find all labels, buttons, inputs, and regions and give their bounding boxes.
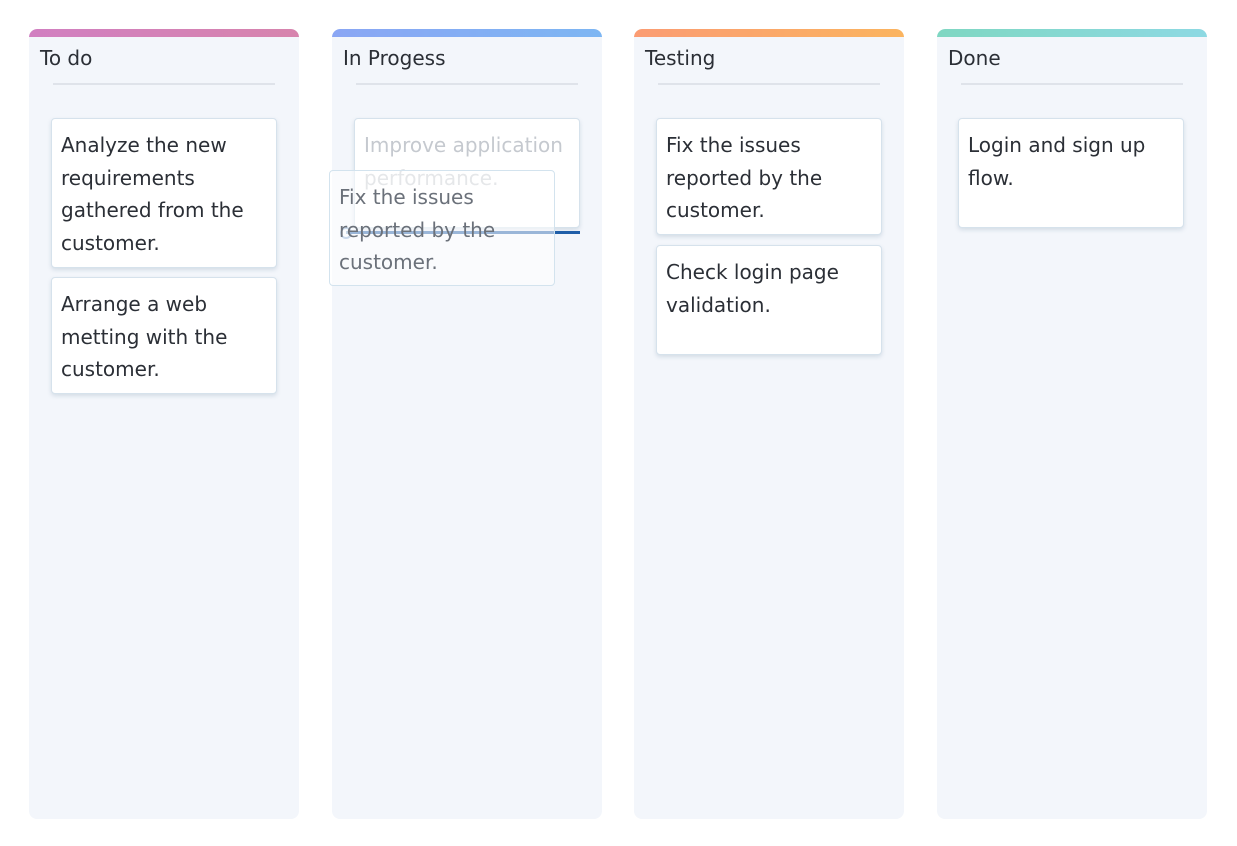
task-card[interactable]: Fix the issues reported by the customer. <box>656 118 882 235</box>
column-title-in-progress: In Progess <box>343 46 446 70</box>
column-header-divider <box>961 83 1183 85</box>
column-accent-bar <box>332 29 602 37</box>
column-header-divider <box>658 83 880 85</box>
task-card-text: Fix the issues reported by the customer. <box>666 133 823 222</box>
column-header-divider <box>53 83 275 85</box>
task-card-text: Analyze the new requirements gathered fr… <box>61 133 244 255</box>
dragged-card-ghost[interactable]: Fix the issues reported by the customer. <box>329 170 555 286</box>
column-title-done: Done <box>948 46 1001 70</box>
column-header-divider <box>356 83 578 85</box>
task-card[interactable]: Analyze the new requirements gathered fr… <box>51 118 277 268</box>
column-accent-bar <box>634 29 904 37</box>
task-card[interactable]: Arrange a web metting with the customer. <box>51 277 277 394</box>
task-card-text: Login and sign up flow. <box>968 133 1146 190</box>
task-card-text: Check login page validation. <box>666 260 839 317</box>
task-card-text: Arrange a web metting with the customer. <box>61 292 228 381</box>
task-card[interactable]: Check login page validation. <box>656 245 882 355</box>
column-title-testing: Testing <box>645 46 716 70</box>
column-title-todo: To do <box>40 46 93 70</box>
task-card[interactable]: Login and sign up flow. <box>958 118 1184 228</box>
dragged-card-text: Fix the issues reported by the customer. <box>339 185 496 274</box>
column-accent-bar <box>29 29 299 37</box>
column-accent-bar <box>937 29 1207 37</box>
